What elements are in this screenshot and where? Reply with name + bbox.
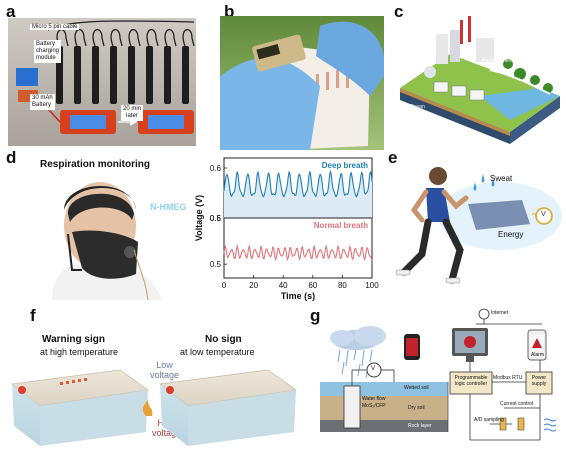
panel-c: c Power generation Ocean — [386, 0, 566, 148]
panel-a-photo — [8, 18, 196, 146]
internet-label: Internet — [491, 310, 508, 316]
series-line-normal-breath — [223, 244, 373, 262]
energy-label: Energy — [498, 230, 524, 239]
current-control-label: Current control — [500, 401, 534, 407]
sweat-label: Sweat — [490, 174, 513, 183]
x-tick-label: 100 — [365, 281, 379, 290]
person-with-mask-photo — [52, 182, 162, 300]
panel-d-label: d — [6, 148, 17, 167]
y-axis-label: Voltage (V) — [194, 195, 204, 241]
panel-e: e Sweat Energy V — [380, 148, 566, 300]
panel-b: b — [200, 0, 386, 150]
panel-g: g — [300, 300, 566, 453]
x-tick-label: 20 — [249, 281, 258, 290]
series-label-normal-breath: Normal breath — [314, 221, 368, 230]
y-tick-label: 0.6 — [210, 164, 222, 173]
nhmeg-label: N-HMEG — [150, 202, 187, 212]
panel-b-label: b — [224, 2, 235, 21]
warning-sign-sub: at high temperature — [40, 347, 119, 357]
panel-e-label: e — [388, 148, 398, 167]
x-tick-label: 80 — [338, 281, 347, 290]
panel-b-photo — [220, 16, 384, 150]
y-tick-label: 0.6 — [210, 214, 222, 223]
x-tick-label: 40 — [279, 281, 288, 290]
series-label-deep-breath: Deep breath — [322, 161, 368, 170]
mos2-label: MoS₂/CFP — [362, 403, 386, 409]
warning-sign-title: Warning sign — [42, 334, 105, 345]
x-tick-label: 0 — [222, 281, 227, 290]
dry-soil-label: Dry soil — [408, 405, 425, 411]
power-supply-label: Power supply — [531, 375, 547, 387]
y-tick-label: 0.5 — [210, 214, 222, 223]
panel-f: f Warning sign at high temperature No si… — [0, 300, 300, 453]
respiration-title: Respiration monitoring — [40, 159, 150, 170]
panel-c-illustration — [400, 16, 560, 144]
ad-sampling-label: A/D sampling — [474, 417, 504, 423]
modbus-label: Modbus RTU — [493, 375, 523, 381]
x-axis-label: Time (s) — [281, 291, 315, 301]
panel-g-label: g — [310, 306, 321, 325]
water-flow-label: Water flow — [362, 396, 386, 402]
no-sign-sub: at low temperature — [180, 347, 255, 357]
runner-illustration — [395, 167, 562, 284]
subplot-frame-2 — [223, 217, 373, 279]
micro-cable-label: Micro 5 pin cable — [30, 24, 80, 30]
alarm-label: Alarm — [531, 352, 545, 358]
wetted-soil-label: Wetted soil — [404, 385, 429, 391]
power-generation-label: Power generation — [482, 58, 522, 64]
time-later-label: 20 min later — [121, 105, 144, 121]
panel-a-label: a — [6, 2, 16, 21]
containers-illustration — [11, 369, 298, 446]
ocean-label: Ocean — [410, 104, 425, 110]
voltmeter-label: V — [541, 211, 546, 218]
battery-label: 30 mAh Battery — [30, 94, 55, 110]
panel-a: a — [0, 0, 200, 148]
deep-breath-area — [224, 171, 372, 218]
y-tick-label: 0.5 — [210, 260, 222, 269]
rock-layer-label: Rock layer — [408, 423, 432, 429]
panel-c-label: c — [394, 2, 404, 21]
low-voltage-label: Low voltage — [150, 360, 180, 380]
panel-f-label: f — [30, 306, 36, 325]
plc-label: Programmable logic controller — [454, 375, 488, 387]
x-tick-label: 60 — [308, 281, 317, 290]
no-sign-title: No sign — [205, 334, 242, 345]
voltmeter-g-label: V — [371, 366, 376, 372]
charging-module-label: Battery charging module — [34, 40, 62, 63]
series-line-deep-breath — [223, 169, 373, 198]
soil-monitoring-diagram — [320, 308, 557, 441]
